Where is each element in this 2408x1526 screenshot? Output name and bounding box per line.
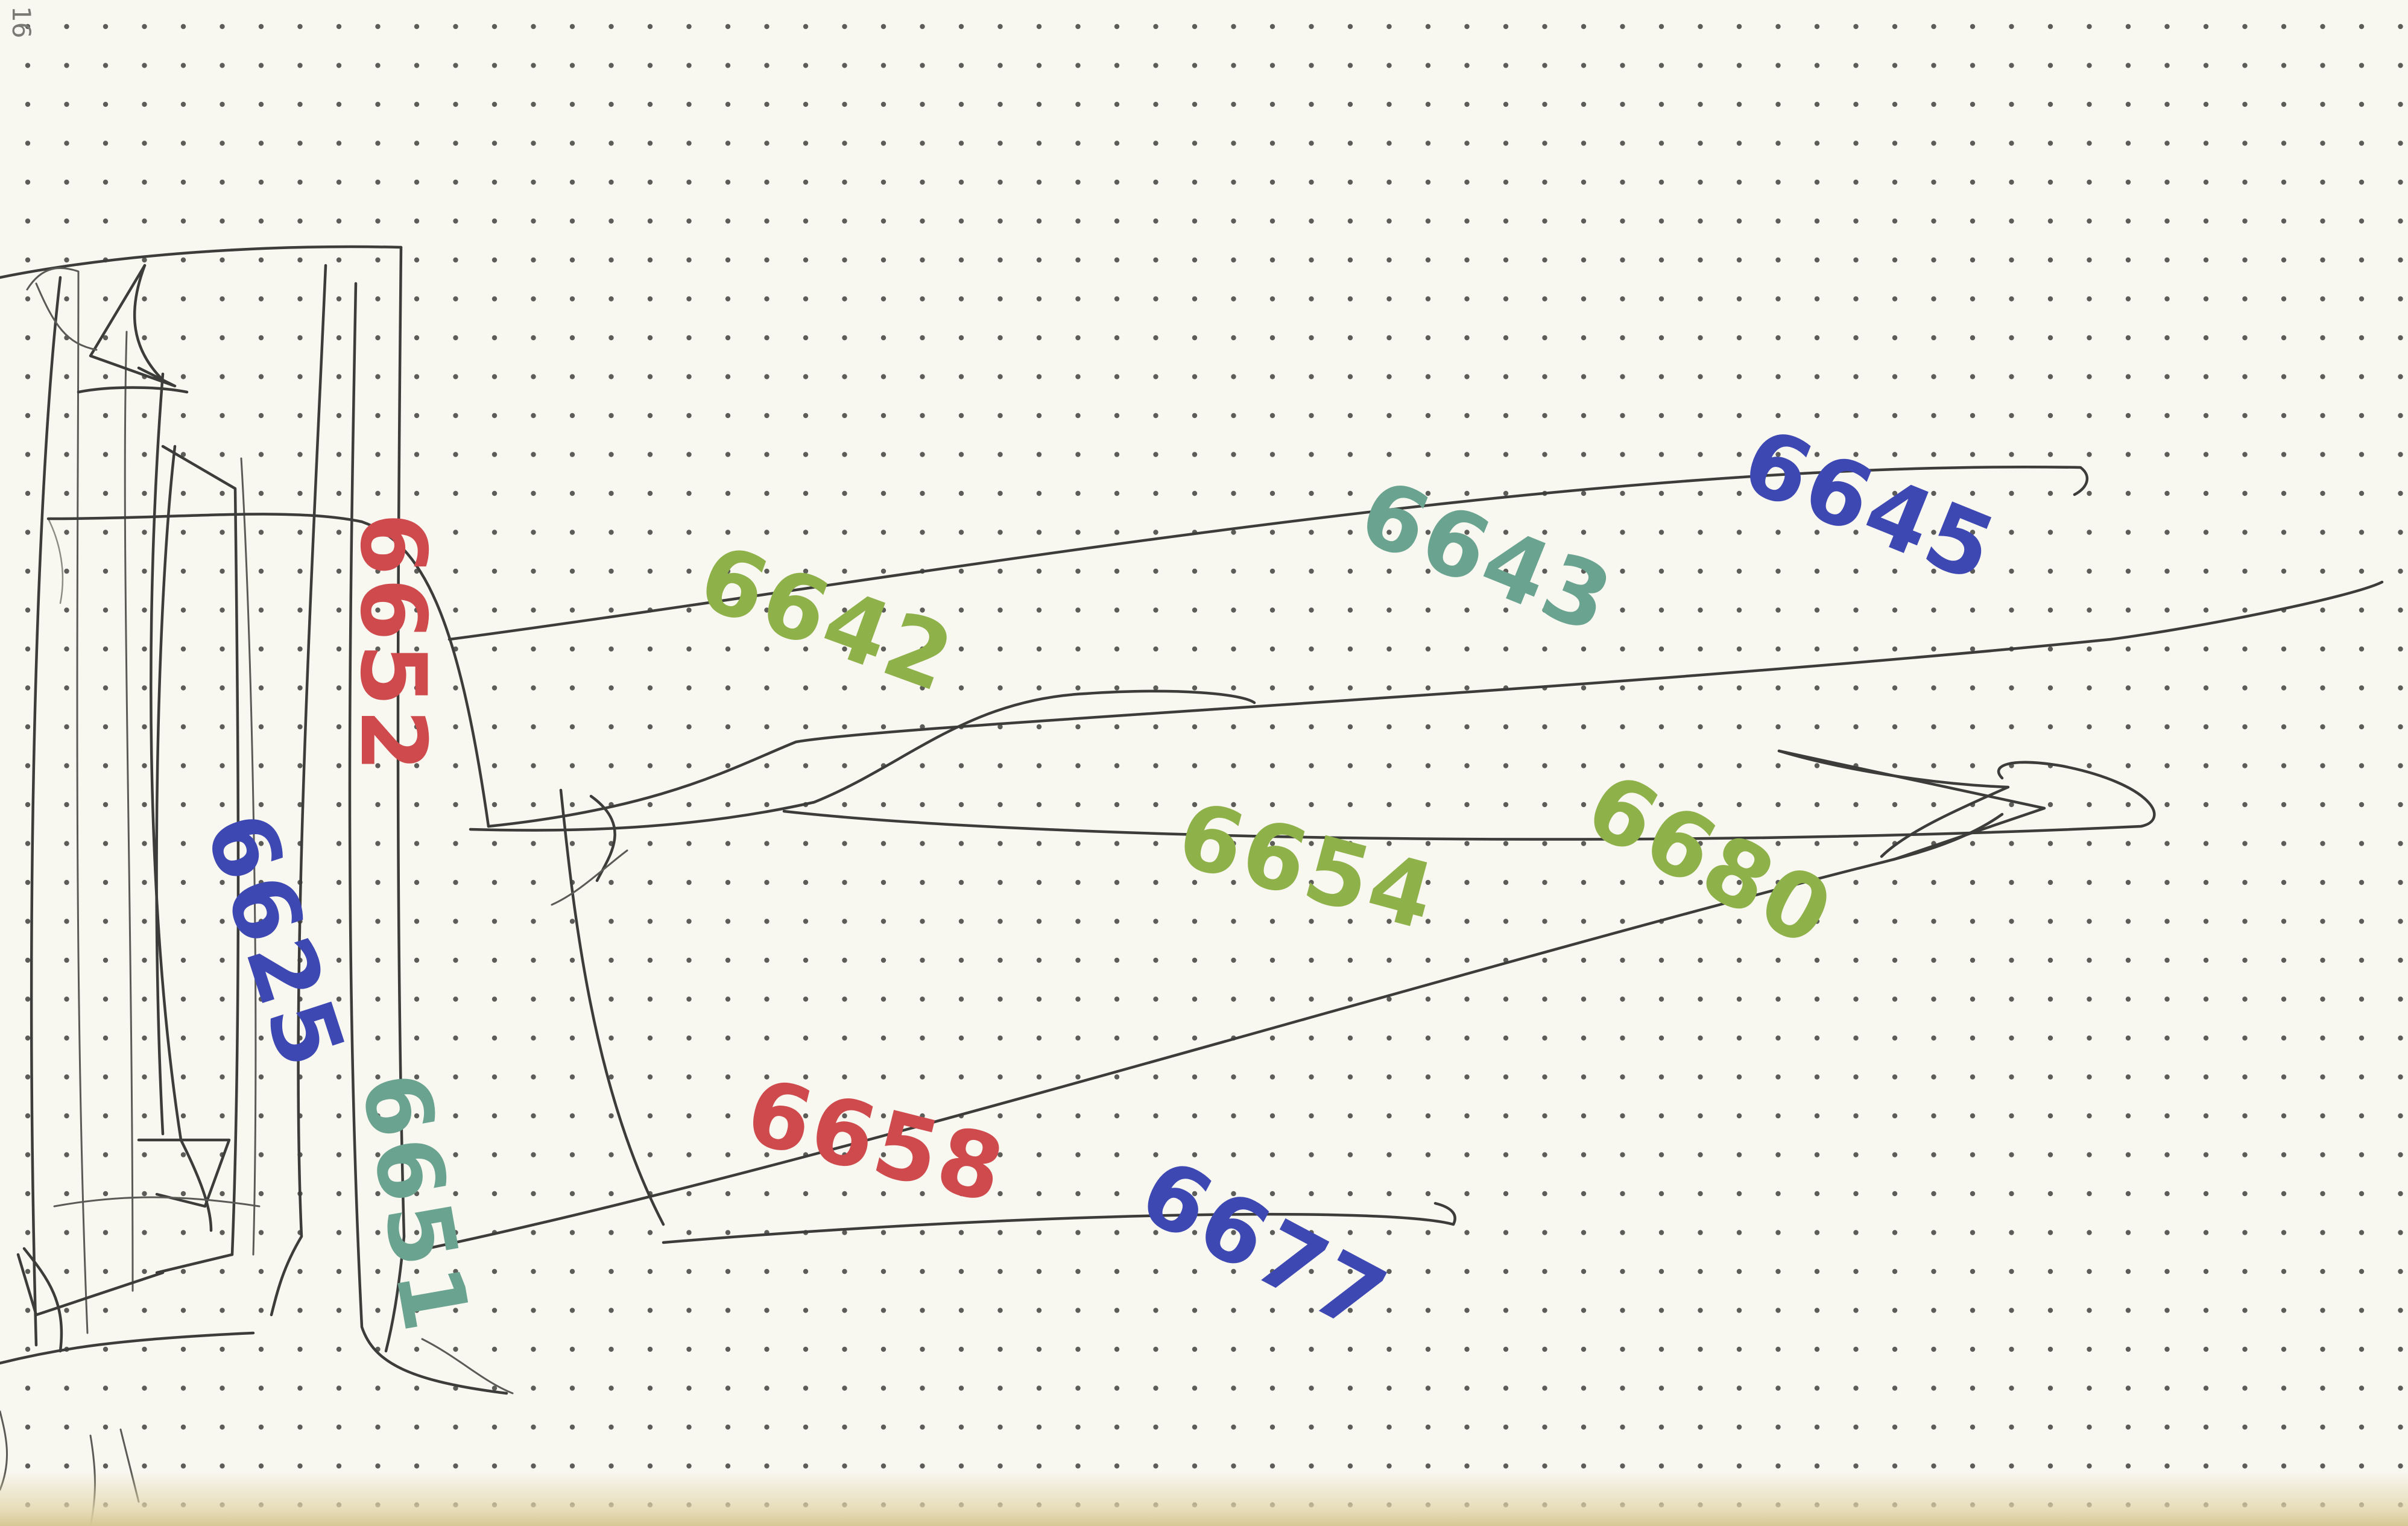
horizontal-flow-sketch — [46, 465, 2384, 1395]
label-6652: 6652 — [340, 513, 445, 774]
vertical-column-sketch — [0, 245, 508, 1526]
page-number: 16 — [7, 6, 36, 39]
page-edge-shadow — [0, 1472, 2408, 1526]
